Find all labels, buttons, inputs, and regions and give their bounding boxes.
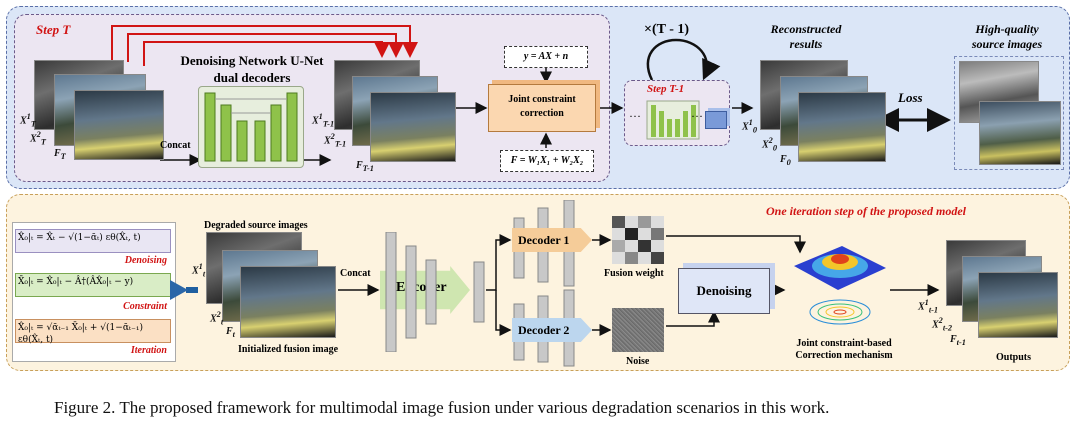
out-x1-label: X1t-1 <box>918 298 939 315</box>
mini-jcc-cube <box>705 111 727 129</box>
outputs-label: Outputs <box>996 352 1032 363</box>
iteration-title: One iteration step of the proposed model <box>766 204 966 218</box>
reconstructed-title: Reconstructed results <box>770 22 842 51</box>
bottom-input-images <box>206 232 336 340</box>
constraint-tag: Constraint <box>123 301 167 312</box>
out-f-label: Ft-1 <box>950 334 966 347</box>
high-quality-images <box>954 56 1064 170</box>
mini-unet-icon <box>646 100 700 140</box>
output-f-label: FT-1 <box>356 160 374 173</box>
observation-equation: y = AX + n <box>504 46 588 68</box>
denoising-tag: Denoising <box>124 255 167 266</box>
iteration-tag: Iteration <box>130 345 167 356</box>
recon-x1-label: X10 <box>742 118 758 135</box>
decoder-1: Decoder 1 <box>512 228 592 252</box>
reconstructed-images <box>760 60 886 164</box>
flow-arrow-icon <box>170 280 188 300</box>
denoising-box: Denoising <box>678 268 770 314</box>
denoising-formula: X̂₀|ₜ = X̂ₜ − √(1−ᾱₜ) εθ(X̂ₜ, t) <box>15 229 171 253</box>
noise-image <box>612 308 664 352</box>
repeat-label: ×(T - 1) <box>644 22 690 37</box>
high-quality-title: High-quality source images <box>971 22 1043 51</box>
decoder-bars <box>513 200 575 367</box>
input-x2-label: X2T <box>30 130 46 147</box>
bottom-x2-label: X2t <box>210 310 224 327</box>
fusion-weight-label: Fusion weight <box>604 268 664 279</box>
formula-panel: X̂₀|ₜ = X̂ₜ − √(1−ᾱₜ) εθ(X̂ₜ, t) Denoisi… <box>12 222 176 362</box>
iteration-formula: X̂₀|ₜ = √ᾱₜ₋₁ X̄₀|ₜ + √(1−ᾱₜ₋₁) εθ(X̂ₜ, … <box>15 319 171 345</box>
step-t-output-images <box>334 60 456 164</box>
concat-label-top: Concat <box>160 140 191 151</box>
figure-caption: Figure 2. The proposed framework for mul… <box>54 398 830 417</box>
recon-x2-label: X20 <box>762 136 778 153</box>
output-images <box>946 240 1058 340</box>
unet-title: Denoising Network U-Net dual decoders <box>180 53 324 85</box>
decoder-2: Decoder 2 <box>512 318 592 342</box>
output-x2-label: X2T-1 <box>324 132 347 149</box>
joint-constraint-correction-box: Joint constraint correction <box>488 84 596 132</box>
encoder-bars <box>385 232 485 352</box>
step-t-input-images <box>34 60 164 160</box>
constraint-formula: X̄₀|ₜ = X̂₀|ₜ − Â†(ÂX̂₀|ₜ − y) <box>15 273 171 297</box>
fusion-equation: F = W₁X₁ + W₂X₂ <box>500 150 594 172</box>
step-t-1-label: Step T-1 <box>647 83 685 95</box>
jcc-mechanism-label: Joint constraint-based Correction mechan… <box>795 338 893 361</box>
step-t-label: Step T <box>36 22 71 37</box>
output-x1-label: X1T-1 <box>312 112 335 129</box>
bottom-x1-label: X1t <box>192 262 206 279</box>
step-t-1-block: Step T-1 ··· ··· <box>624 80 730 146</box>
degraded-label: Degraded source images <box>204 220 308 231</box>
unet-block <box>198 86 304 168</box>
fusion-weight-map <box>612 216 664 264</box>
joint-constraint-surface-plot <box>794 246 886 325</box>
ellipsis-right: ··· <box>691 109 703 123</box>
initialized-label: Initialized fusion image <box>238 344 339 355</box>
input-f-label: FT <box>54 148 66 161</box>
out-x2-label: X2t-2 <box>932 316 953 333</box>
noise-label: Noise <box>626 356 650 367</box>
bottom-f-label: Ft <box>226 326 235 339</box>
ellipsis-left: ··· <box>629 109 641 123</box>
concat-label-bottom: Concat <box>340 268 371 279</box>
input-x1-label: X1T <box>20 112 36 129</box>
loss-label: Loss <box>898 90 923 105</box>
recon-f-label: F0 <box>780 154 791 167</box>
